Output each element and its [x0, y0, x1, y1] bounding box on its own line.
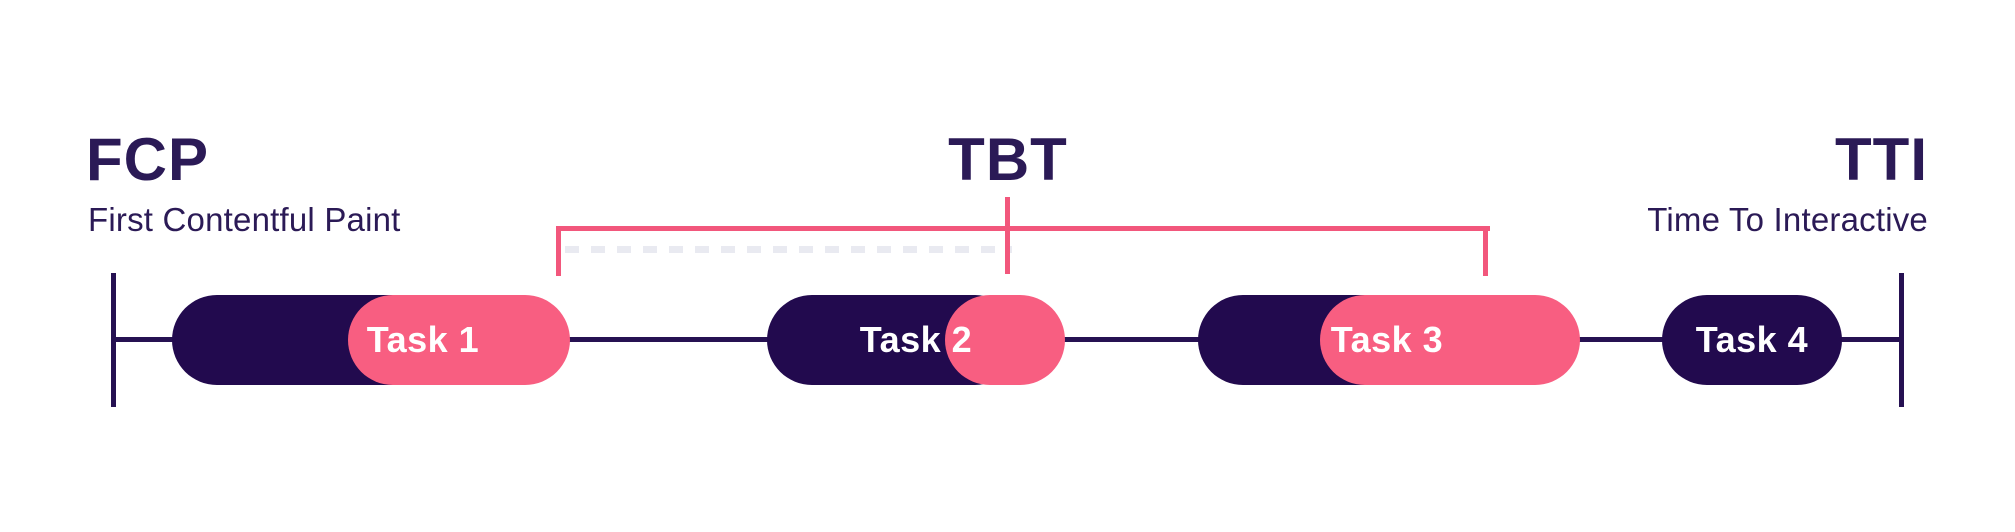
tbt-bracket-horizontal-line	[558, 226, 1490, 231]
fcp-heading: FCP	[86, 126, 209, 193]
fcp-subtitle: First Contentful Paint	[88, 201, 401, 238]
timeline-end-cap	[1899, 273, 1904, 407]
timeline-start-cap	[111, 273, 116, 407]
task2-label: Task 2	[859, 319, 973, 360]
faint-dashed-line	[565, 246, 1012, 253]
task2-blocking-pill	[945, 295, 1065, 385]
tti-heading: TTI	[1835, 126, 1928, 193]
tti-subtitle: Time To Interactive	[1647, 201, 1928, 238]
task4-label: Task 4	[1695, 319, 1809, 360]
task1-blocking-pill	[348, 295, 570, 385]
tbt-bracket-center-tick	[1005, 197, 1010, 274]
task1-label: Task 1	[366, 319, 480, 360]
task3-blocking-pill	[1320, 295, 1580, 385]
tbt-bracket-right-tick	[1483, 226, 1488, 276]
task4-pill	[1662, 295, 1842, 385]
tbt-heading: TBT	[948, 126, 1068, 193]
task3-label: Task 3	[1330, 319, 1444, 360]
tbt-bracket-left-tick	[556, 226, 561, 276]
